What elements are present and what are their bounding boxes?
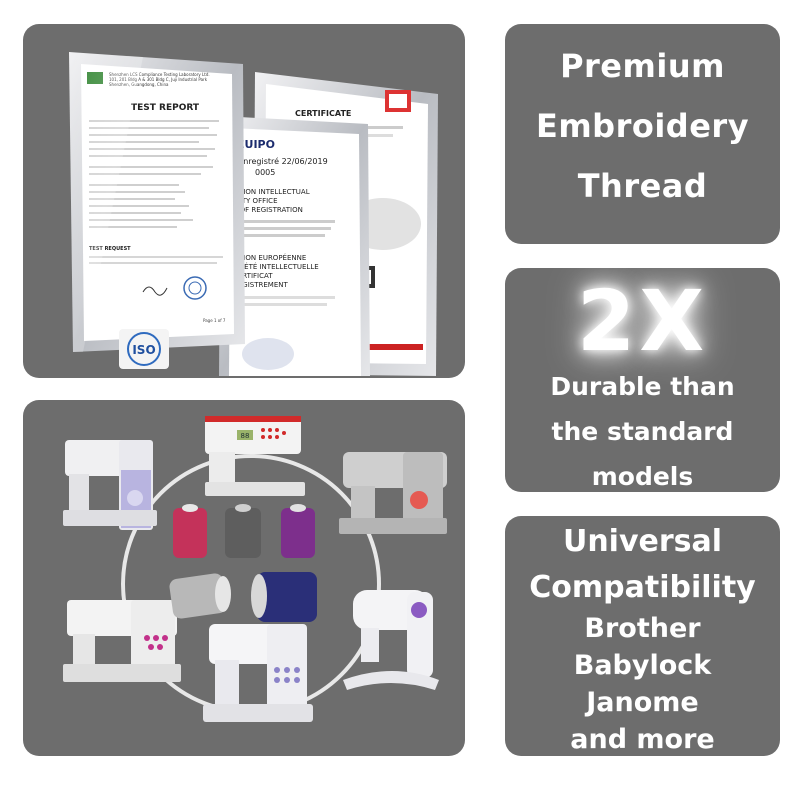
svg-text:UNION INTELLECTUAL: UNION INTELLECTUAL	[233, 188, 310, 196]
iso-badge: ISO	[119, 329, 169, 369]
durability-multiplier: 2X	[576, 272, 709, 370]
brand-and-more: and more	[570, 724, 715, 755]
brand-janome: Janome	[586, 687, 699, 718]
compatibility-box: Universal Compatibility Brother Babylock…	[505, 516, 780, 756]
machines-illustration: 88	[63, 416, 447, 722]
thread-spool-red	[173, 504, 207, 558]
svg-text:E OF REGISTRATION: E OF REGISTRATION	[233, 206, 303, 214]
thread-spool-navy	[251, 572, 317, 622]
durability-box: 2X Durable than the standard models	[505, 268, 780, 492]
thread-spool-gray	[225, 504, 261, 558]
svg-text:UNION EUROPÉENNE: UNION EUROPÉENNE	[233, 253, 306, 262]
lcd-display	[237, 430, 253, 440]
compat-title-1: Universal	[562, 524, 723, 559]
sewing-machine-floral	[63, 440, 157, 530]
durability-line-3: models	[591, 462, 694, 491]
svg-text:ISO: ISO	[132, 343, 155, 357]
sewing-machine-red: 88	[205, 416, 305, 496]
premium-embroidery-box: Premium Embroidery Thread	[505, 24, 780, 244]
brand-brother: Brother	[584, 613, 701, 644]
svg-text:Shenzhen, Guangdong, China: Shenzhen, Guangdong, China	[109, 82, 169, 87]
sewing-machine-pink	[63, 600, 181, 682]
sewing-machines-panel: 88	[23, 400, 465, 756]
premium-line-1: Premium	[560, 47, 725, 85]
signature	[142, 286, 168, 296]
brand-babylock: Babylock	[573, 650, 712, 681]
seal-stamp	[183, 276, 207, 300]
svg-text:CERTIFICAT: CERTIFICAT	[233, 272, 273, 280]
thread-spool-silver	[169, 573, 231, 619]
svg-text:/ Enregistré 22/06/2019: / Enregistré 22/06/2019	[233, 156, 328, 166]
sewing-machine-white	[203, 624, 313, 722]
svg-text:Page 1 of 7: Page 1 of 7	[203, 318, 226, 323]
sewing-machine-mini	[343, 590, 439, 690]
sewing-machine-gray	[339, 452, 447, 534]
svg-text:0005: 0005	[255, 168, 275, 177]
svg-text:ERTY OFFICE: ERTY OFFICE	[233, 197, 278, 205]
certificate-title: CERTIFICATE	[295, 109, 351, 118]
eu-map-watermark	[242, 338, 294, 370]
certificates-illustration: CERTIFICATE EUIPO / Enregistré 22/06/201…	[69, 52, 438, 376]
durability-line-1: Durable than	[550, 372, 735, 401]
svg-text:88: 88	[241, 432, 250, 440]
certificates-panel: CERTIFICATE EUIPO / Enregistré 22/06/201…	[23, 24, 465, 378]
svg-text:PRIÉTÉ INTELLECTUELLE: PRIÉTÉ INTELLECTUELLE	[233, 262, 319, 271]
euipo-certificate-frame: EUIPO / Enregistré 22/06/2019 0005 UNION…	[219, 116, 370, 376]
compat-title-2: Compatibility	[529, 570, 756, 605]
svg-text:101, 201 Bldg A & 301 Bldg C,: 101, 201 Bldg A & 301 Bldg C, Juji Indus…	[109, 77, 208, 82]
svg-text:REGISTREMENT: REGISTREMENT	[233, 281, 288, 289]
thread-spool-purple	[281, 504, 315, 558]
durability-line-2: the standard	[551, 417, 734, 446]
premium-line-2: Embroidery	[535, 107, 750, 145]
svg-text:TEST REQUEST: TEST REQUEST	[89, 246, 131, 252]
premium-line-3: Thread	[577, 167, 708, 205]
euipo-logo: EUIPO	[237, 138, 275, 151]
test-report-title: TEST REPORT	[131, 103, 200, 113]
svg-text:Shenzhen LCS Compliance Testin: Shenzhen LCS Compliance Testing Laborato…	[109, 72, 210, 77]
